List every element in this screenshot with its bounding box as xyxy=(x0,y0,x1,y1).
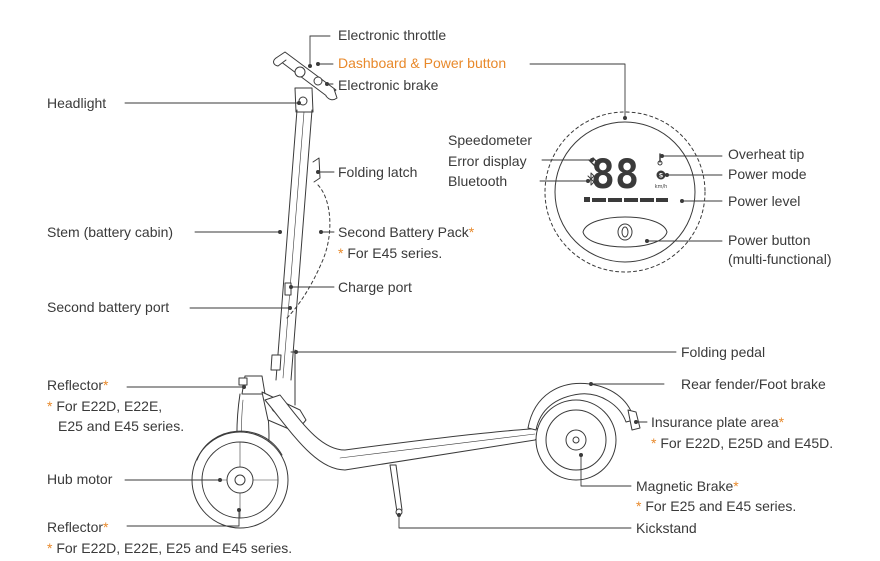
leader-dots xyxy=(218,62,684,517)
label-electronic-throttle: Electronic throttle xyxy=(338,27,447,43)
note-reflector-bottom: * For E22D, E22E, E25 and E45 series. xyxy=(47,540,293,556)
label-charge-port: Charge port xyxy=(338,279,412,295)
power-button-icon xyxy=(617,223,633,241)
label-power-mode: Power mode xyxy=(728,166,807,182)
label-folding-latch: Folding latch xyxy=(338,164,418,180)
note-insurance-plate: * For E22D, E25D and E45D. xyxy=(651,435,834,451)
label-stem: Stem (battery cabin) xyxy=(47,224,174,240)
svg-text:S: S xyxy=(659,173,663,180)
label-power-level: Power level xyxy=(728,193,801,209)
label-overheat-tip: Overheat tip xyxy=(728,146,805,162)
label-second-battery-port: Second battery port xyxy=(47,299,170,315)
scooter-body xyxy=(191,51,641,529)
speed-digits: 88 xyxy=(591,152,639,198)
power-level-bars xyxy=(584,197,668,202)
label-error-display: Error display xyxy=(448,153,527,169)
note-magnetic-brake: * For E25 and E45 series. xyxy=(636,498,797,514)
label-reflector-top: Reflector* xyxy=(47,377,109,393)
label-magnetic-brake: Magnetic Brake* xyxy=(636,478,739,494)
speed-unit: km/h xyxy=(655,184,668,190)
note-second-battery-pack: * For E45 series. xyxy=(338,245,443,261)
label-dashboard-power: Dashboard & Power button xyxy=(338,55,507,71)
label-headlight: Headlight xyxy=(47,95,107,111)
label-power-button-sub: (multi-functional) xyxy=(728,251,832,267)
dashboard-detail: 88 km/h S xyxy=(544,111,706,273)
label-folding-pedal: Folding pedal xyxy=(681,344,766,360)
bluetooth-icon xyxy=(587,172,595,186)
label-second-battery-pack: Second Battery Pack* xyxy=(338,224,475,240)
label-kickstand: Kickstand xyxy=(636,520,697,536)
note-reflector-top-2: E25 and E45 series. xyxy=(58,418,185,434)
label-rear-fender: Rear fender/Foot brake xyxy=(681,376,826,392)
label-power-button: Power button xyxy=(728,232,811,248)
label-bluetooth: Bluetooth xyxy=(448,173,508,189)
leader-lines xyxy=(124,35,723,529)
note-reflector-top-1: * For E22D, E22E, xyxy=(47,398,163,414)
label-hub-motor: Hub motor xyxy=(47,471,113,487)
label-electronic-brake: Electronic brake xyxy=(338,77,439,93)
label-speedometer: Speedometer xyxy=(448,132,533,148)
label-insurance-plate: Insurance plate area* xyxy=(651,414,785,430)
wrench-icon xyxy=(588,157,598,167)
label-reflector-bottom: Reflector* xyxy=(47,519,109,535)
